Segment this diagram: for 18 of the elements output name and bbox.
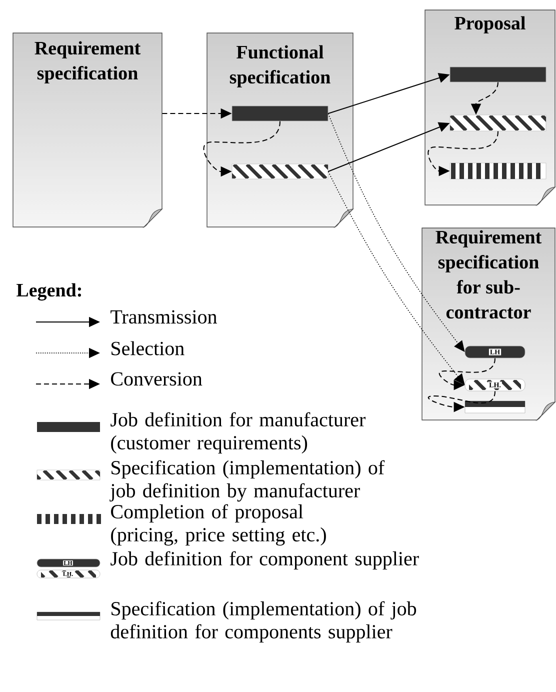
legend-text: Job definition for component supplier [110, 551, 419, 570]
legend-text: Selection [112, 341, 184, 356]
job-bar [464, 400, 526, 414]
document-page: Requirement specification [12, 32, 162, 228]
legend-text: Job definition for manufacturer (customer requirements) [110, 412, 366, 454]
legend-text: Specification (implementation) of job definition by manufacturer [110, 460, 385, 502]
legend-heading: Legend: [16, 283, 81, 301]
job-bar [232, 164, 328, 180]
job-bar [450, 162, 546, 180]
job-bar [450, 66, 546, 82]
legend-text: Transmission [110, 310, 217, 324]
arrow [328, 113, 465, 352]
legend-text: Specification (implementation) of job definition for components supplier [110, 601, 416, 643]
job-bar [232, 106, 328, 122]
legend-text: Conversion [111, 372, 202, 386]
arrow [328, 171, 465, 385]
legend-text: Completion of proposal (pricing, price setting etc.) [111, 504, 326, 546]
job-bar [450, 114, 546, 132]
